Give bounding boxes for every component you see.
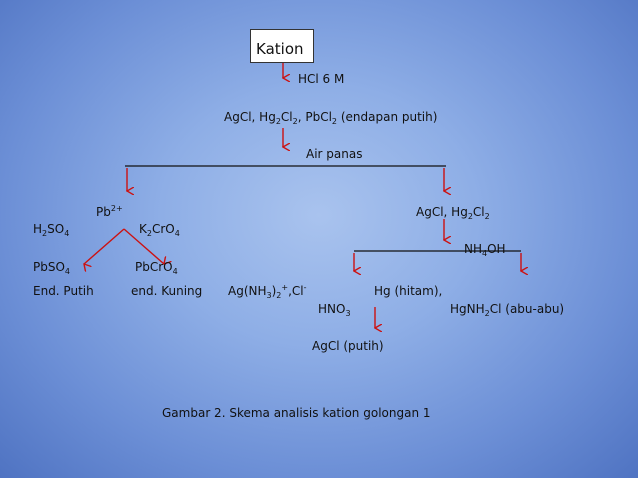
pbcro4-body: PbCrO	[135, 260, 173, 274]
end-putih-label: End. Putih	[33, 284, 94, 298]
hno3-body: HNO	[318, 302, 346, 316]
pbso4-label: PbSO4	[33, 260, 71, 276]
end-kuning-label: end. Kuning	[131, 284, 203, 298]
hg-hitam-label: Hg (hitam),	[374, 284, 443, 298]
h2so4-label: H2SO4	[33, 222, 70, 238]
agnh3-body: Ag(NH	[228, 284, 267, 298]
arrow-to-pbcro4	[123, 228, 164, 264]
cation-label: Kation	[256, 40, 304, 58]
hgnh2cl-label: HgNH2Cl (abu-abu)	[450, 302, 565, 318]
pbso4-body: PbSO	[33, 260, 65, 274]
air-panas-label: Air panas	[306, 147, 363, 161]
arrow-to-pbso4	[84, 228, 125, 264]
pbcro4-label: PbCrO4	[135, 260, 178, 276]
hgnh2cl-tail: Cl (abu-abu)	[489, 302, 565, 316]
agcl-hg2cl2-label: AgCl, Hg2Cl2	[416, 205, 490, 221]
reagent-hcl: HCl 6 M	[298, 72, 345, 86]
agcl-putih-label: AgCl (putih)	[312, 339, 384, 353]
hno3-label: HNO3	[318, 302, 351, 318]
pb-ion-charge: 2+	[110, 204, 123, 213]
nh4oh-label: NH4OH	[464, 242, 506, 258]
pb-ion-symbol: Pb	[96, 205, 111, 219]
k2cro4-label: K2CrO4	[139, 222, 180, 238]
nh4oh-subscript: 4	[482, 249, 488, 258]
pb-ion: Pb2+	[96, 204, 123, 220]
cation-box	[250, 29, 314, 63]
precipitate-label: (endapan putih)	[340, 110, 438, 124]
precipitate-formula: AgCl, Hg2Cl2, PbCl2 (endapan putih)	[224, 110, 438, 126]
figure-caption: Gambar 2. Skema analisis kation golongan…	[162, 406, 431, 420]
agnh3-complex-label: Ag(NH3)2+,Cl-	[228, 283, 307, 300]
k2cro4-body: CrO	[151, 222, 175, 236]
